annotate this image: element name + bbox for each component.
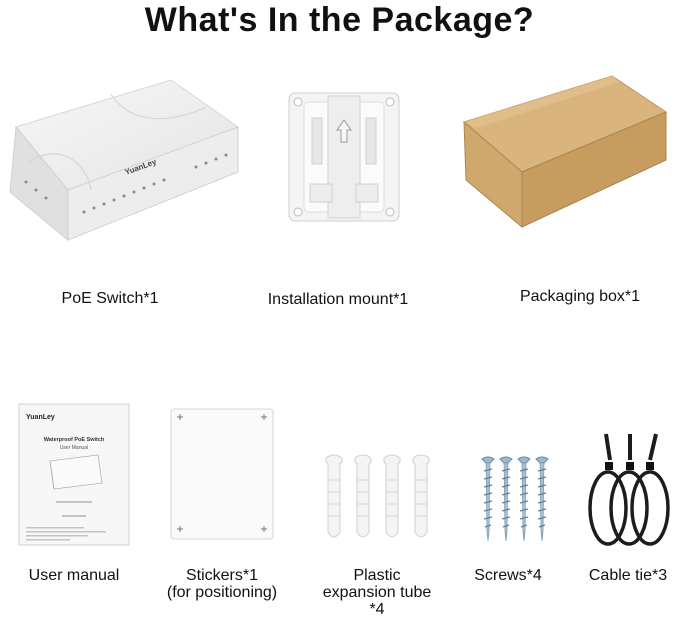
stickers-label: Stickers*1 (for positioning) (150, 567, 294, 601)
screws-label: Screws*4 (474, 567, 542, 584)
expansion-tubes-label-line1: Plastic (353, 567, 401, 584)
poe-switch-label: PoE Switch*1 (61, 290, 159, 307)
user-manual-image: YuanLey Waterproof PoE Switch User Manua… (18, 403, 130, 546)
stickers-label-line1: Stickers*1 (185, 567, 259, 584)
cable-ties-image (588, 433, 670, 546)
packaging-box-image (462, 75, 668, 229)
stickers-image (170, 408, 274, 540)
cable-ties-label: Cable tie*3 (588, 567, 668, 584)
installation-mount-image (288, 92, 400, 222)
screws-image (481, 456, 549, 542)
expansion-tubes-label: Plastic expansion tube *4 (310, 567, 444, 618)
poe-switch-image: YuanLey (9, 79, 240, 242)
expansion-tubes-label-line2: expansion tube (322, 584, 432, 601)
manual-title: Waterproof PoE Switch (44, 437, 105, 443)
user-manual-label: User manual (28, 567, 120, 584)
stickers-label-line2: (for positioning) (166, 584, 278, 601)
installation-mount-label: Installation mount*1 (267, 291, 409, 308)
expansion-tubes-image (325, 454, 430, 538)
expansion-tubes-label-line3: *4 (369, 601, 385, 618)
packaging-box-label: Packaging box*1 (519, 288, 641, 305)
manual-subtitle: User Manual (60, 445, 88, 451)
manual-brand-logo: YuanLey (26, 414, 55, 421)
page-title: What's In the Package? (144, 1, 535, 39)
